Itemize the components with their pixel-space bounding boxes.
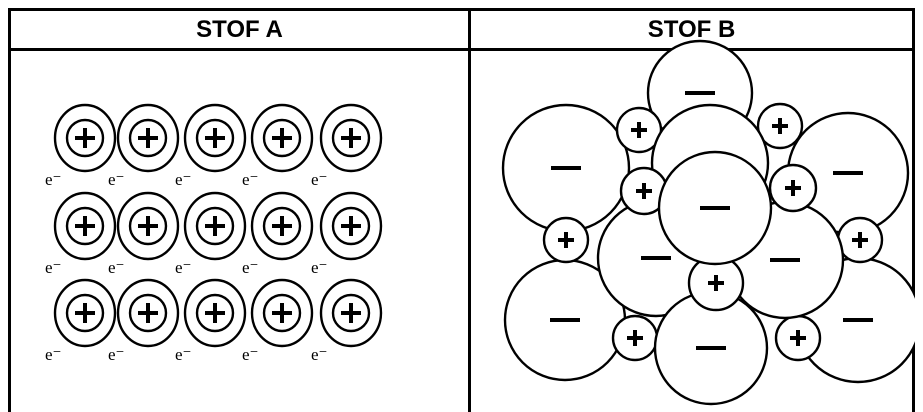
cation-ion <box>183 103 247 173</box>
header-stof-a: STOF A <box>196 15 283 43</box>
electron-label: e⁻ <box>242 345 259 364</box>
cation-ion <box>319 191 383 261</box>
cation-ion <box>116 278 180 348</box>
electron-label: e⁻ <box>45 258 62 277</box>
electron-label: e⁻ <box>311 170 328 189</box>
cation-ion <box>116 191 180 261</box>
cation-ion <box>53 103 117 173</box>
header-divider <box>8 48 915 51</box>
cation-ion <box>611 314 659 362</box>
anion-ion <box>653 290 769 406</box>
electron-label: e⁻ <box>175 170 192 189</box>
cation-ion <box>250 191 314 261</box>
electron-label: e⁻ <box>108 258 125 277</box>
electron-label: e⁻ <box>108 345 125 364</box>
cation-ion <box>53 278 117 348</box>
cation-ion <box>615 106 663 154</box>
cation-ion <box>756 102 804 150</box>
cation-ion <box>542 216 590 264</box>
electron-label: e⁻ <box>108 170 125 189</box>
stof-a-diagram: e⁻ e⁻ e⁻ e⁻ e⁻ e⁻ e⁻ e⁻ e⁻ e⁻ e⁻ e⁻ e⁻ e⁻ e⁻ <box>45 103 383 364</box>
table-border-left <box>8 8 11 412</box>
cation-ion <box>250 103 314 173</box>
cation-ion <box>319 103 383 173</box>
cation-ion <box>183 278 247 348</box>
anion-ion <box>501 103 631 233</box>
header-stof-b: STOF B <box>647 15 736 43</box>
electron-label: e⁻ <box>242 258 259 277</box>
electron-label: e⁻ <box>45 345 62 364</box>
electron-label: e⁻ <box>175 345 192 364</box>
cation-ion <box>250 278 314 348</box>
cation-ion <box>836 216 884 264</box>
cation-ion <box>53 191 117 261</box>
stof-b-diagram <box>501 39 915 406</box>
column-divider <box>468 8 471 412</box>
table-border-right <box>912 8 915 412</box>
cation-ion <box>116 103 180 173</box>
table-border-top <box>8 8 915 11</box>
cation-ion <box>774 314 822 362</box>
electron-label: e⁻ <box>175 258 192 277</box>
cation-ion <box>319 278 383 348</box>
electron-label: e⁻ <box>311 345 328 364</box>
electron-label: e⁻ <box>311 258 328 277</box>
cation-ion <box>768 163 818 213</box>
cation-ion <box>183 191 247 261</box>
electron-label: e⁻ <box>45 170 62 189</box>
cation-ion <box>619 166 669 216</box>
comparison-table: STOF A STOF B e⁻e⁻e⁻e⁻e⁻e⁻e⁻e⁻e⁻e⁻e⁻e⁻e⁻… <box>8 8 915 412</box>
electron-label: e⁻ <box>242 170 259 189</box>
anion-ion <box>657 150 773 266</box>
